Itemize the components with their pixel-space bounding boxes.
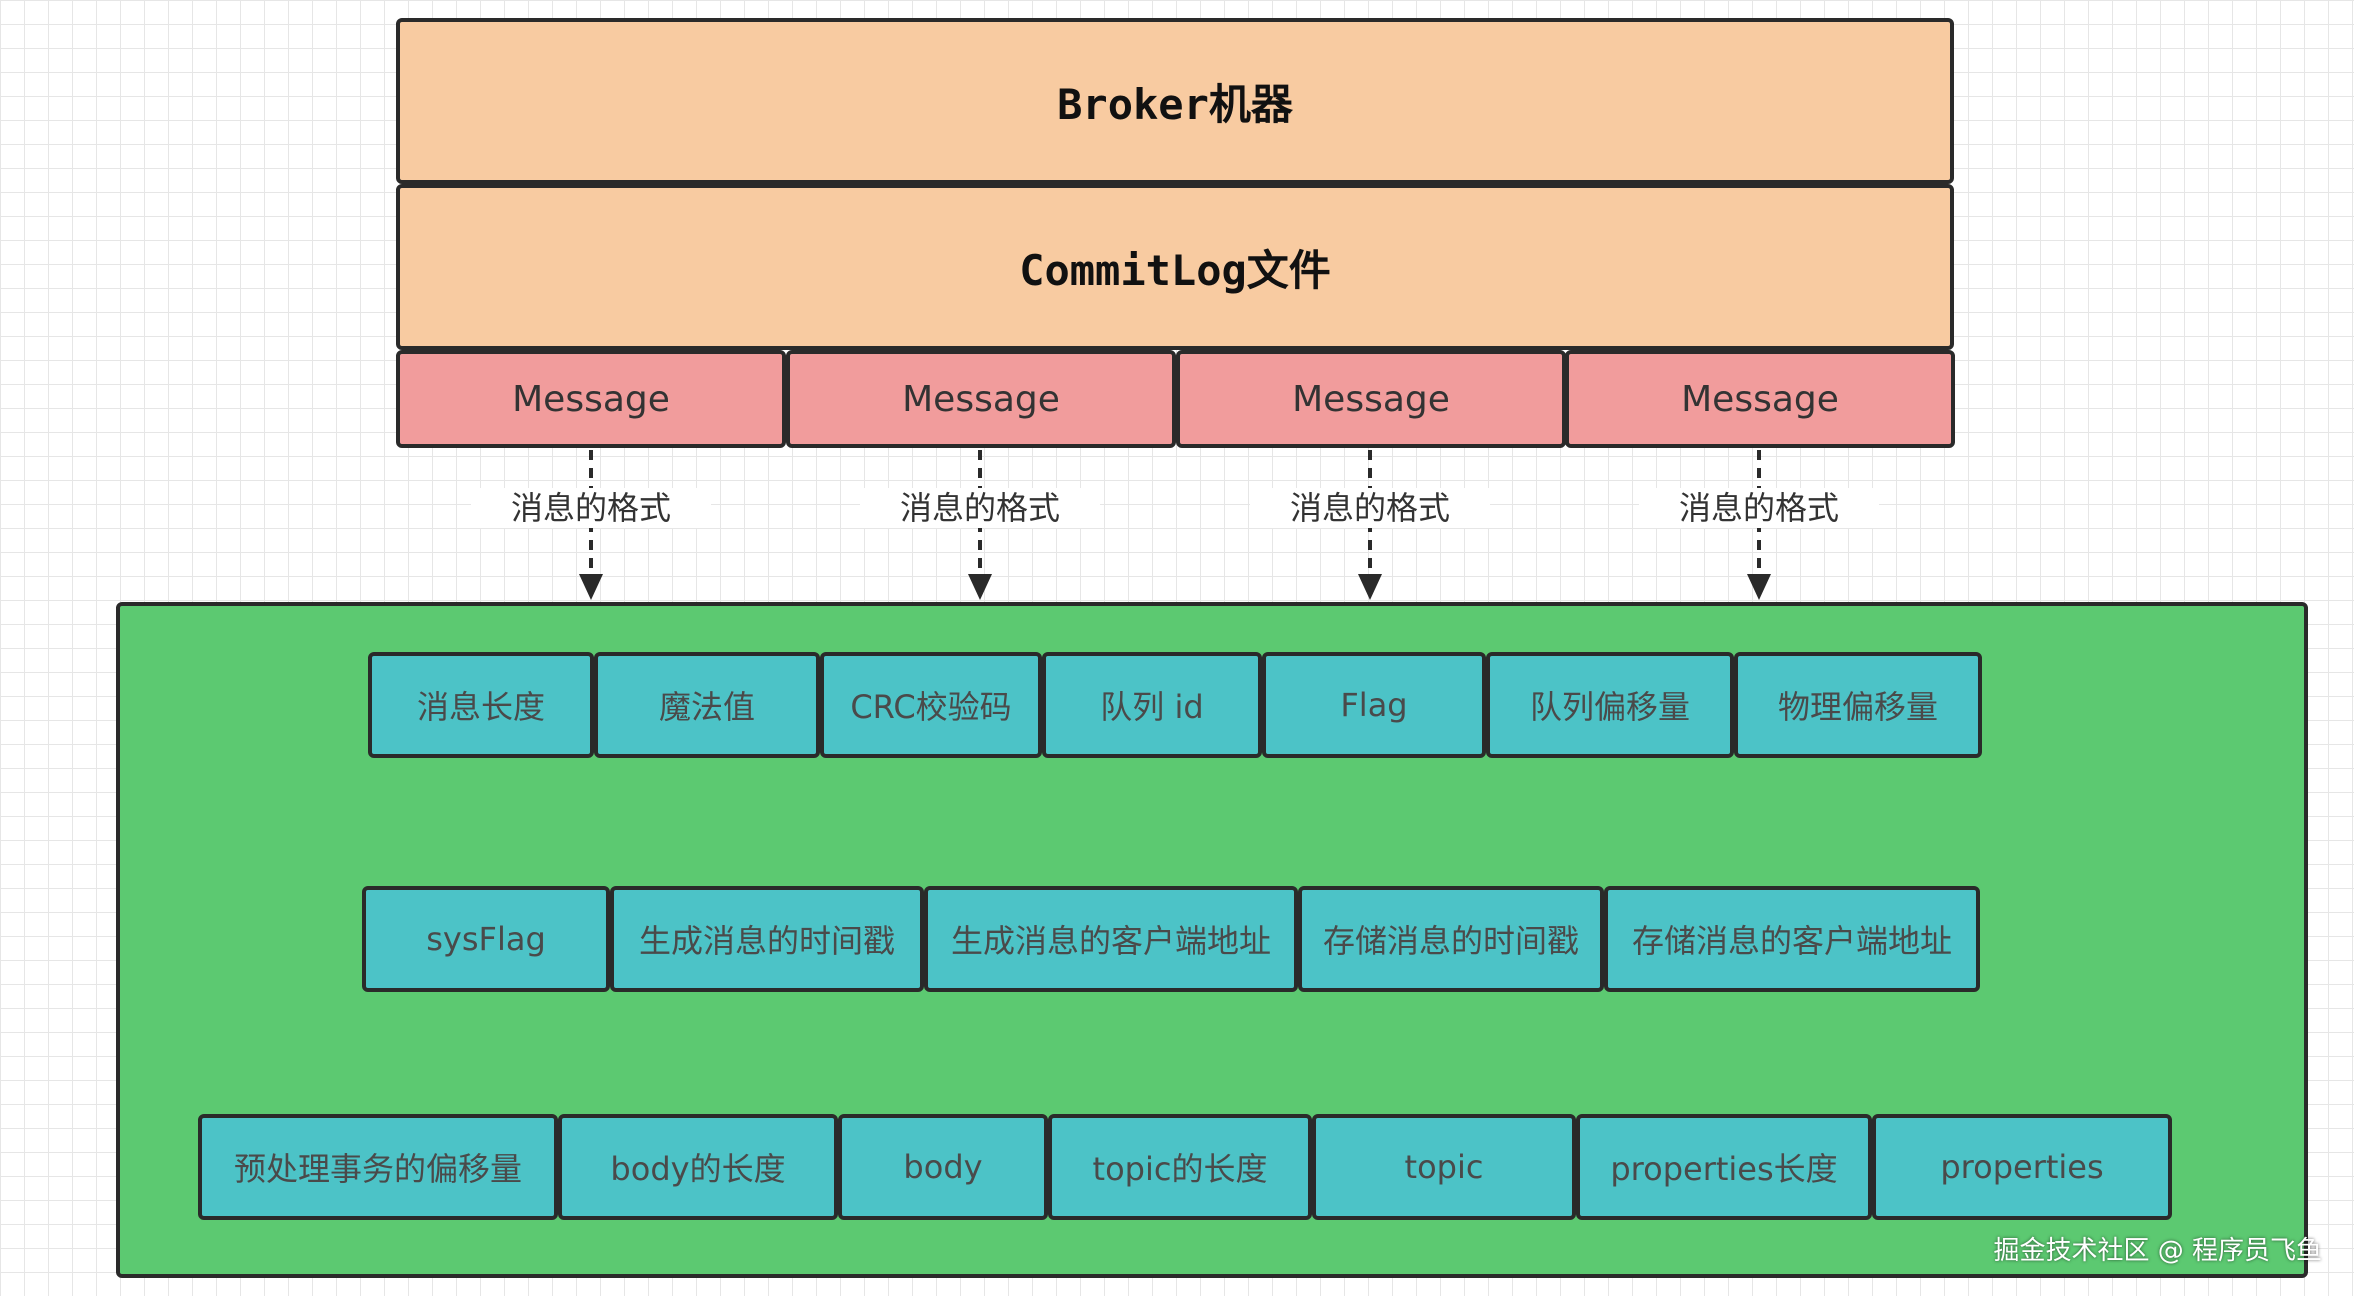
field-born-timestamp: 生成消息的时间戳 <box>610 886 924 992</box>
field-label: properties <box>1940 1148 2104 1186</box>
arrowhead-icon <box>1358 574 1382 600</box>
field-label: 存储消息的时间戳 <box>1322 922 1579 960</box>
watermark-text: 掘金技术社区 @ 程序员飞鱼 <box>1993 1236 2322 1266</box>
field-physical-offset: 物理偏移量 <box>1734 652 1982 758</box>
message-label: Message <box>512 378 670 420</box>
arrow-label: 消息的格式 <box>860 488 1100 528</box>
arrow-label: 消息的格式 <box>1639 488 1879 528</box>
field-crc: CRC校验码 <box>820 652 1042 758</box>
message-label: Message <box>902 378 1060 420</box>
arrowhead-icon <box>1747 574 1771 600</box>
field-label: 物理偏移量 <box>1777 688 1938 726</box>
arrow-label: 消息的格式 <box>1250 488 1490 528</box>
field-topic: topic <box>1312 1114 1576 1220</box>
commitlog-file-box: CommitLog文件 <box>396 184 1954 350</box>
broker-title: Broker机器 <box>1057 79 1293 129</box>
field-label: 生成消息的时间戳 <box>638 922 895 960</box>
commitlog-title: CommitLog文件 <box>1019 245 1331 295</box>
field-prepared-transaction-offset: 预处理事务的偏移量 <box>198 1114 558 1220</box>
field-label: CRC校验码 <box>850 688 1012 726</box>
message-cell: Message <box>786 350 1176 448</box>
message-label: Message <box>1681 378 1839 420</box>
field-label: topic的长度 <box>1092 1150 1268 1188</box>
field-body-length: body的长度 <box>558 1114 838 1220</box>
field-label: body的长度 <box>610 1150 786 1188</box>
message-label: Message <box>1292 378 1450 420</box>
field-magic-code: 魔法值 <box>594 652 820 758</box>
field-properties-length: properties长度 <box>1576 1114 1872 1220</box>
field-label: 生成消息的客户端地址 <box>950 922 1271 960</box>
arrow-label: 消息的格式 <box>471 488 711 528</box>
field-label: 存储消息的客户端地址 <box>1631 922 1952 960</box>
field-topic-length: topic的长度 <box>1048 1114 1312 1220</box>
field-label: Flag <box>1340 686 1408 724</box>
field-label: 队列 id <box>1100 688 1204 726</box>
field-queue-id: 队列 id <box>1042 652 1262 758</box>
arrowhead-icon <box>968 574 992 600</box>
field-label: properties长度 <box>1610 1150 1838 1188</box>
field-flag: Flag <box>1262 652 1486 758</box>
field-properties: properties <box>1872 1114 2172 1220</box>
field-label: body <box>903 1148 983 1186</box>
field-label: 队列偏移量 <box>1529 688 1690 726</box>
field-store-timestamp: 存储消息的时间戳 <box>1298 886 1604 992</box>
field-body: body <box>838 1114 1048 1220</box>
field-label: 消息长度 <box>416 688 545 726</box>
field-store-host: 存储消息的客户端地址 <box>1604 886 1980 992</box>
message-cell: Message <box>1565 350 1955 448</box>
field-label: sysFlag <box>426 920 546 958</box>
arrowhead-icon <box>579 574 603 600</box>
field-born-host: 生成消息的客户端地址 <box>924 886 1298 992</box>
field-message-length: 消息长度 <box>368 652 594 758</box>
field-queue-offset: 队列偏移量 <box>1486 652 1734 758</box>
field-label: 预处理事务的偏移量 <box>233 1150 522 1188</box>
message-cell: Message <box>1176 350 1566 448</box>
message-cell: Message <box>396 350 786 448</box>
broker-machine-box: Broker机器 <box>396 18 1954 184</box>
field-sysflag: sysFlag <box>362 886 610 992</box>
field-label: topic <box>1404 1148 1484 1186</box>
field-label: 魔法值 <box>658 688 755 726</box>
